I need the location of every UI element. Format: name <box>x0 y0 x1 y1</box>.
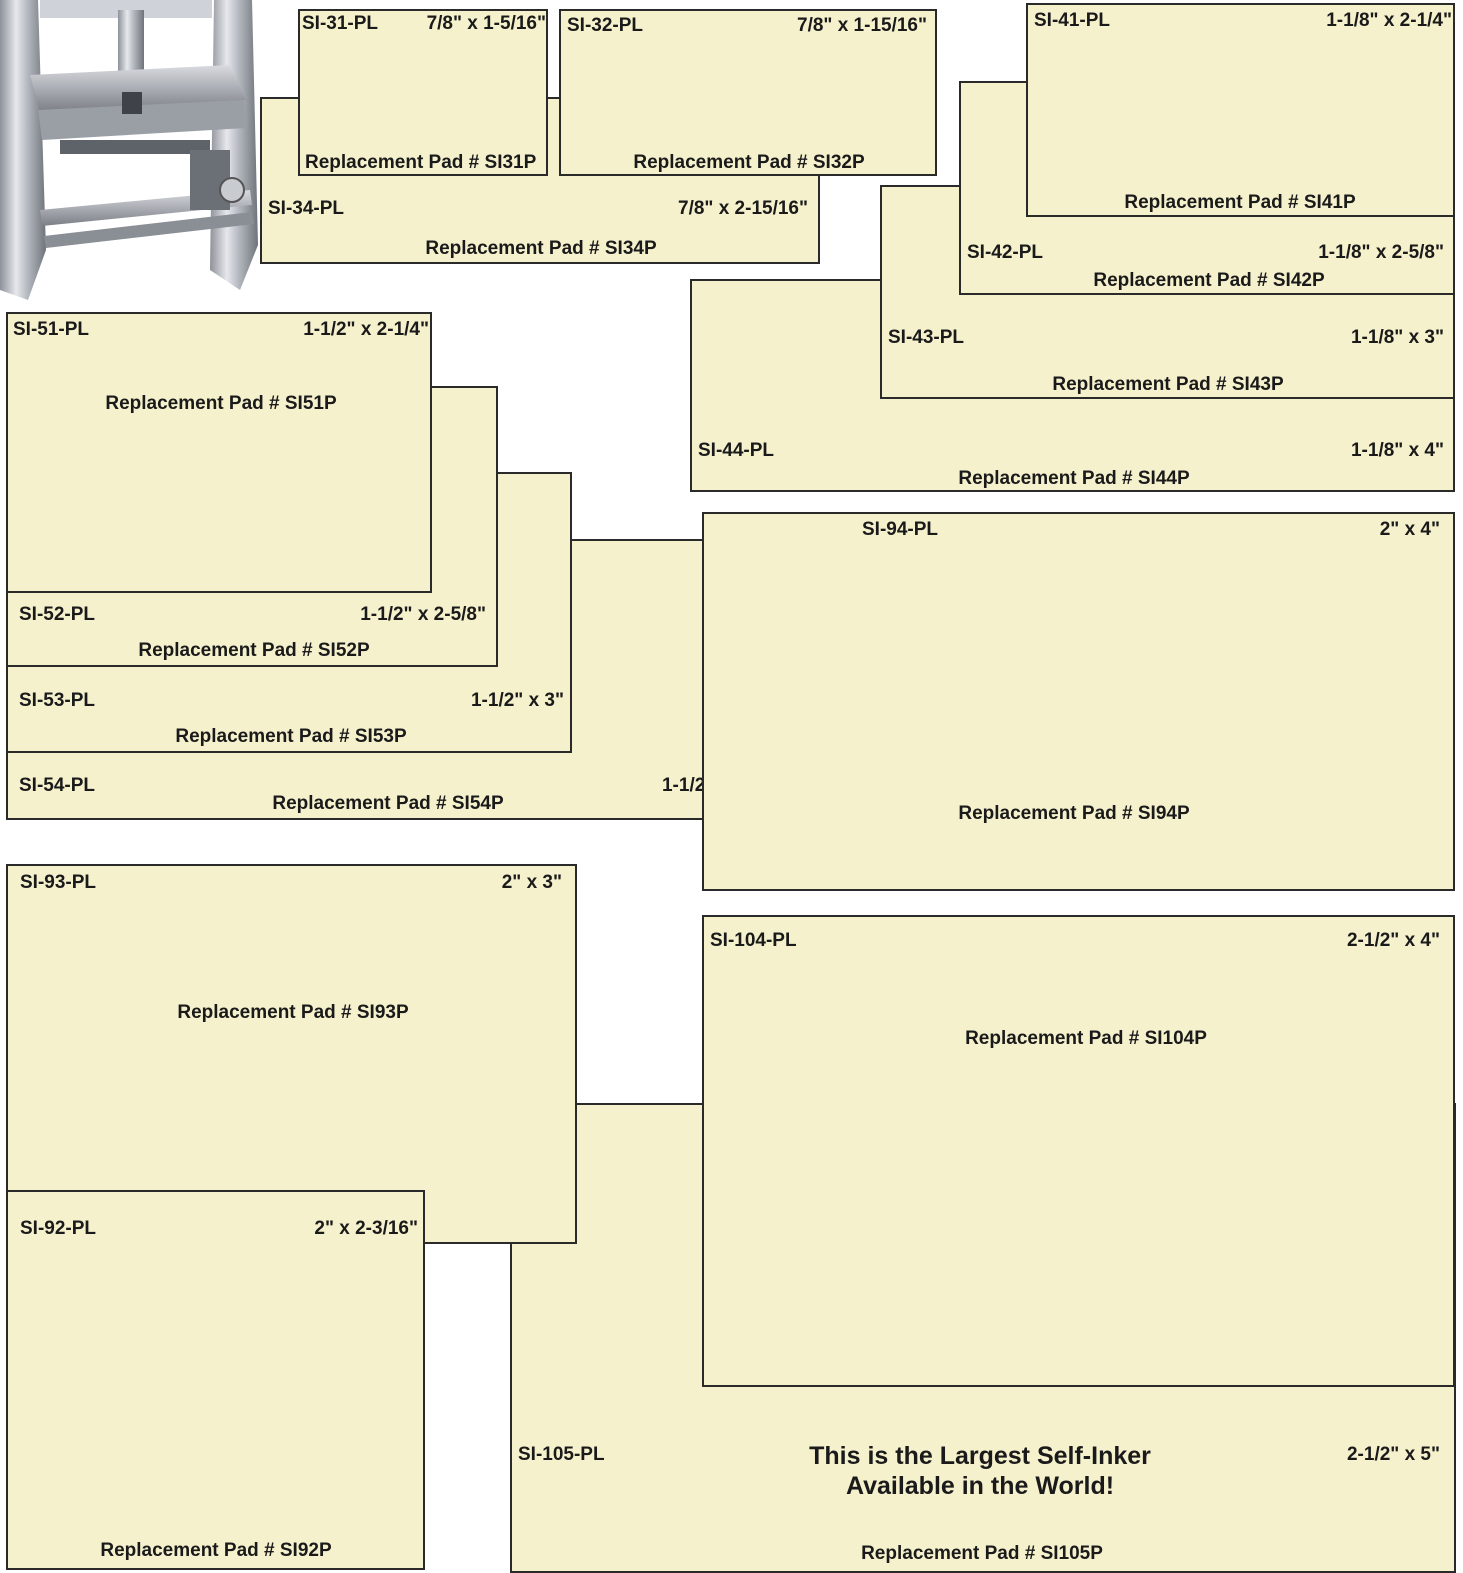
model-label: SI-43-PL <box>888 327 965 348</box>
replacement-label: Replacement Pad # SI32P <box>633 152 865 173</box>
size-label: 7/8" x 2-15/16" <box>678 198 808 219</box>
model-label: SI-52-PL <box>19 604 96 625</box>
model-label: SI-104-PL <box>710 930 797 951</box>
model-label: SI-94-PL <box>862 519 939 540</box>
model-label: SI-34-PL <box>268 198 345 219</box>
size-label: 1-1/2" x 2-1/4" <box>303 319 429 340</box>
size-label: 1-1/2" x 2-5/8" <box>360 604 486 625</box>
model-label: SI-54-PL <box>19 775 96 796</box>
replacement-label: Replacement Pad # SI43P <box>1052 374 1284 395</box>
pad-si-92: SI-92-PL 2" x 2-3/16" Replacement Pad # … <box>6 1190 425 1570</box>
pad-si-32: SI-32-PL 7/8" x 1-15/16" Replacement Pad… <box>559 9 937 176</box>
size-label: 2-1/2" x 4" <box>1346 930 1440 951</box>
size-label: 7/8" x 1-5/16" <box>426 13 546 34</box>
pad-si-51: SI-51-PL 1-1/2" x 2-1/4" Replacement Pad… <box>6 312 432 593</box>
replacement-label: Replacement Pad # SI31P <box>305 152 537 173</box>
size-label: 2" x 4" <box>1379 519 1440 540</box>
model-label: SI-44-PL <box>698 440 775 461</box>
replacement-label: Replacement Pad # SI41P <box>1124 192 1356 213</box>
model-label: SI-31-PL <box>302 13 379 34</box>
model-label: SI-105-PL <box>518 1444 605 1465</box>
model-label: SI-51-PL <box>13 319 90 340</box>
size-label: 1-1/8" x 3" <box>1350 327 1444 348</box>
pad-si-104: SI-104-PL 2-1/2" x 4" Replacement Pad # … <box>702 915 1455 1387</box>
replacement-label: Replacement Pad # SI93P <box>177 1002 409 1023</box>
tagline-line-2: Available in the World! <box>845 1472 1115 1500</box>
pad-si-31: SI-31-PL 7/8" x 1-5/16" Replacement Pad … <box>298 9 548 176</box>
replacement-label: Replacement Pad # SI94P <box>958 803 1190 824</box>
replacement-label: Replacement Pad # SI51P <box>105 393 337 414</box>
replacement-label: Replacement Pad # SI52P <box>138 640 370 661</box>
size-label: 2" x 3" <box>501 872 562 893</box>
pad-si-41: SI-41-PL 1-1/8" x 2-1/4" Replacement Pad… <box>1026 3 1455 217</box>
size-label: 7/8" x 1-15/16" <box>797 15 927 36</box>
size-label: 1-1/8" x 4" <box>1350 440 1444 461</box>
model-label: SI-92-PL <box>20 1218 97 1239</box>
replacement-label: Replacement Pad # SI42P <box>1093 270 1325 291</box>
replacement-label: Replacement Pad # SI105P <box>861 1543 1103 1564</box>
replacement-label: Replacement Pad # SI54P <box>272 793 504 814</box>
size-label: 1-1/8" x 2-5/8" <box>1318 242 1444 263</box>
model-label: SI-41-PL <box>1034 10 1111 31</box>
model-label: SI-42-PL <box>967 242 1044 263</box>
replacement-label: Replacement Pad # SI92P <box>100 1540 332 1561</box>
replacement-label: Replacement Pad # SI53P <box>175 726 407 747</box>
replacement-label: Replacement Pad # SI104P <box>965 1028 1207 1049</box>
replacement-label: Replacement Pad # SI34P <box>425 238 657 259</box>
size-label: 2-1/2" x 5" <box>1346 1444 1440 1465</box>
model-label: SI-32-PL <box>567 15 644 36</box>
pad-si-94: SI-94-PL 2" x 4" Replacement Pad # SI94P <box>702 512 1455 891</box>
model-label: SI-93-PL <box>20 872 97 893</box>
tagline-line-1: This is the Largest Self-Inker <box>809 1442 1151 1470</box>
tagline: This is the Largest Self-Inker Available… <box>809 1441 1151 1501</box>
model-label: SI-53-PL <box>19 690 96 711</box>
pad-si-93: SI-93-PL 2" x 3" Replacement Pad # SI93P <box>6 864 577 1244</box>
size-label: 1-1/8" x 2-1/4" <box>1326 10 1452 31</box>
size-label: 1-1/2" x 3" <box>470 690 564 711</box>
self-inker-stamp-icon <box>0 0 262 302</box>
replacement-label: Replacement Pad # SI44P <box>958 468 1190 489</box>
size-label: 2" x 2-3/16" <box>314 1218 418 1239</box>
